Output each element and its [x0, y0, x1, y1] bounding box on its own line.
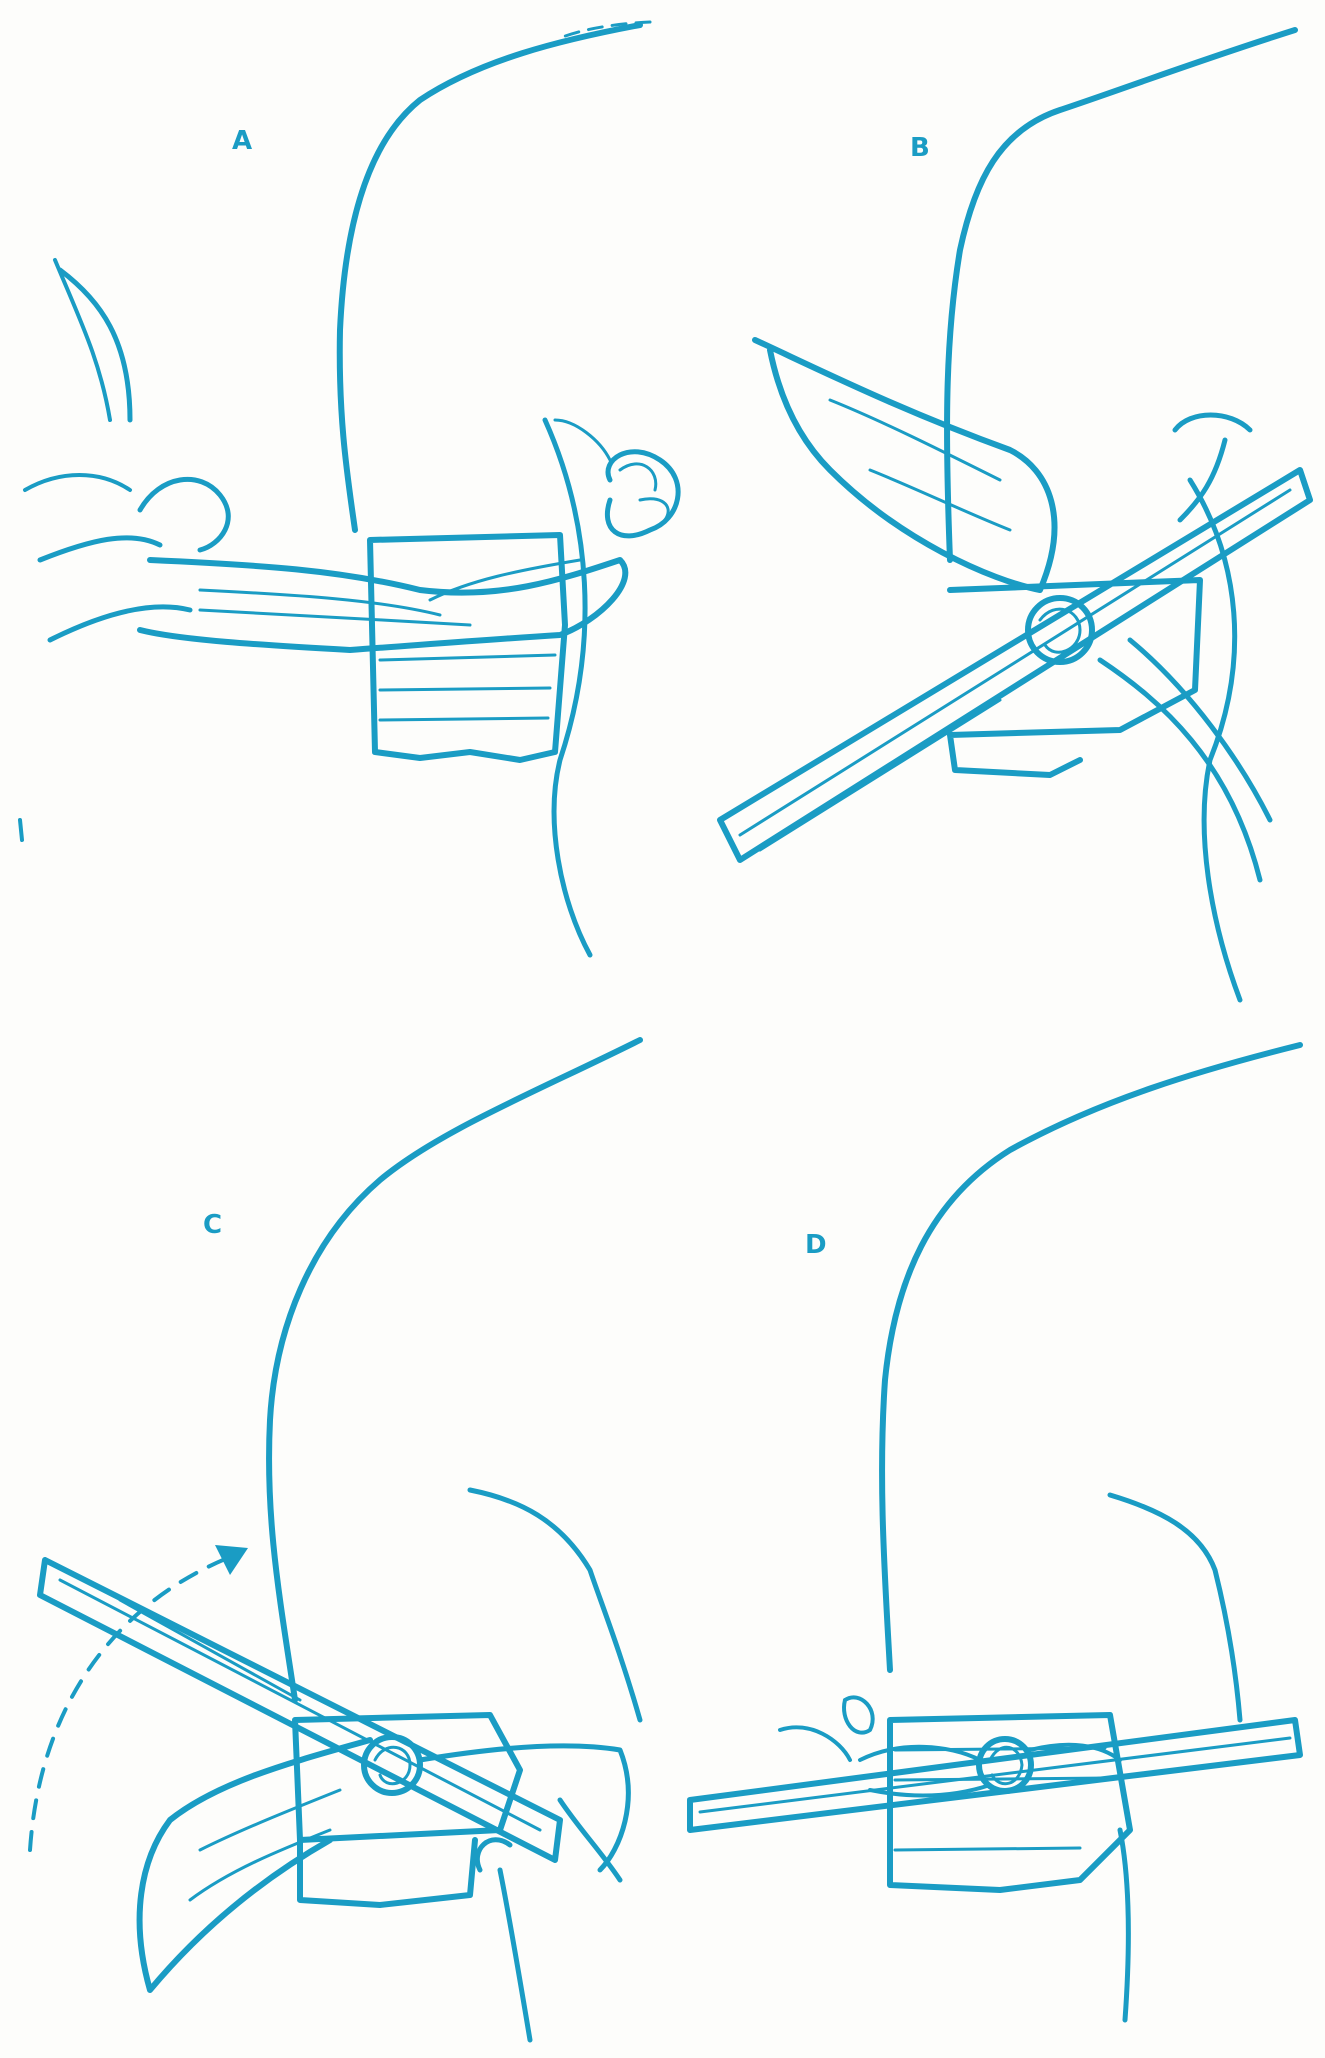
panel-a-arm-contour — [545, 420, 590, 955]
panel-b-tail-right — [1100, 640, 1270, 880]
panel-c-rotation-arrow — [30, 1555, 235, 1850]
panel-b-tail-left — [755, 340, 1054, 590]
panel-d-arm-lower — [1120, 1830, 1128, 2020]
panel-d-shoulder-outline — [882, 1045, 1300, 1670]
panel-b-drawing — [720, 30, 1310, 1000]
panel-c-pad-base — [300, 1840, 475, 1905]
panel-c-hand — [477, 1840, 530, 2040]
panel-c-drawing — [30, 1040, 640, 2040]
panel-b-stick — [720, 470, 1310, 860]
panel-a-band-folds — [200, 560, 580, 625]
panel-c-label: C — [203, 1210, 222, 1240]
panel-c-arm-contour — [470, 1490, 640, 1720]
panel-b-stick-grain — [740, 490, 1290, 850]
panel-a-label: A — [232, 126, 252, 156]
panel-d-drawing — [690, 1045, 1300, 2020]
panel-a-sleeve — [20, 260, 130, 840]
panel-c-shoulder-outline — [269, 1040, 640, 1700]
panel-a-pad-lines — [380, 655, 555, 720]
panel-d-small-ties — [780, 1697, 873, 1760]
panel-b-label: B — [910, 133, 930, 163]
panel-c-tail-left — [140, 1740, 370, 1990]
panel-d-arm-contour — [1110, 1495, 1240, 1720]
panel-a-drawing — [20, 22, 678, 955]
panel-b-tail-left-folds — [830, 400, 1010, 530]
panel-a-hand-left — [40, 270, 228, 640]
panel-d-label: D — [805, 1230, 827, 1260]
panel-a-shoulder-outline — [340, 25, 640, 530]
